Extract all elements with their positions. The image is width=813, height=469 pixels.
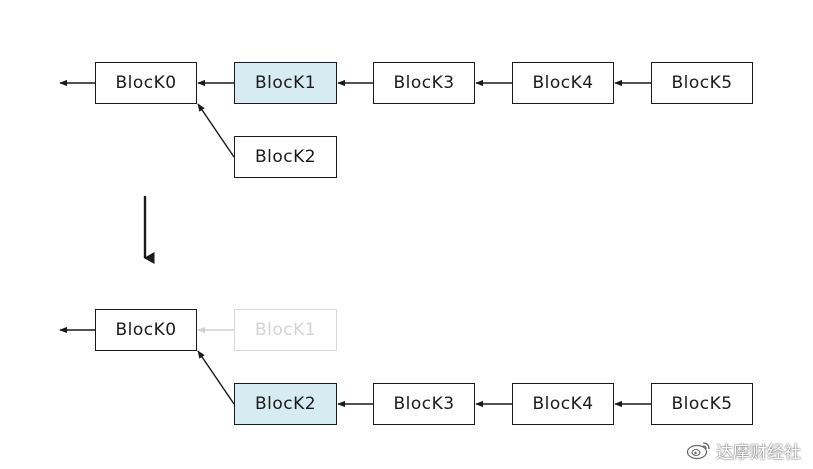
top-block2: BlocK2 bbox=[234, 136, 337, 178]
watermark-text: 达摩财经社 bbox=[716, 442, 801, 463]
bottom-block4: BlocK4 bbox=[512, 383, 614, 425]
arrow-top-b2-to-b0 bbox=[197, 103, 235, 158]
bottom-block0: BlocK0 bbox=[95, 309, 197, 351]
top-block4: BlocK4 bbox=[512, 62, 614, 104]
bottom-block3: BlocK3 bbox=[373, 383, 475, 425]
bottom-block2: BlocK2 bbox=[234, 383, 337, 425]
watermark: 达摩财经社 bbox=[686, 439, 801, 463]
top-block5: BlocK5 bbox=[651, 62, 753, 104]
bottom-block5: BlocK5 bbox=[651, 383, 753, 425]
weibo-icon bbox=[686, 442, 710, 460]
top-block3: BlocK3 bbox=[373, 62, 475, 104]
top-block1: BlocK1 bbox=[234, 62, 337, 104]
top-block0: BlocK0 bbox=[95, 62, 197, 104]
bottom-block1-orphaned: BlocK1 bbox=[234, 309, 337, 351]
arrow-bottom-b2-to-b0 bbox=[197, 350, 235, 405]
